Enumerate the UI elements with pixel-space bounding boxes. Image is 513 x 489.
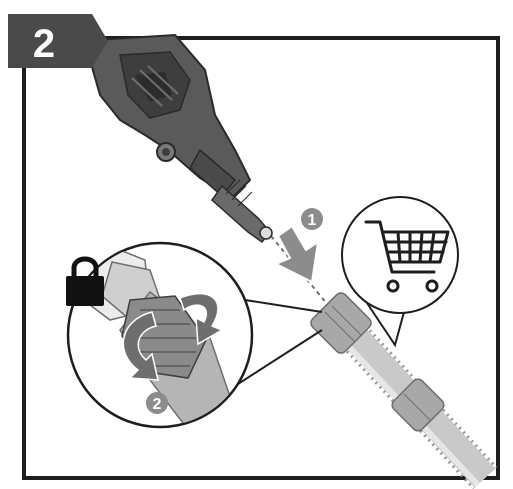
- callout-1: 1: [301, 208, 323, 230]
- callout-2-label: 2: [153, 396, 162, 413]
- step-number: 2: [33, 22, 55, 66]
- callout-2: 2: [146, 392, 168, 414]
- callout-1-label: 1: [308, 212, 317, 229]
- step-badge: 2: [8, 14, 108, 68]
